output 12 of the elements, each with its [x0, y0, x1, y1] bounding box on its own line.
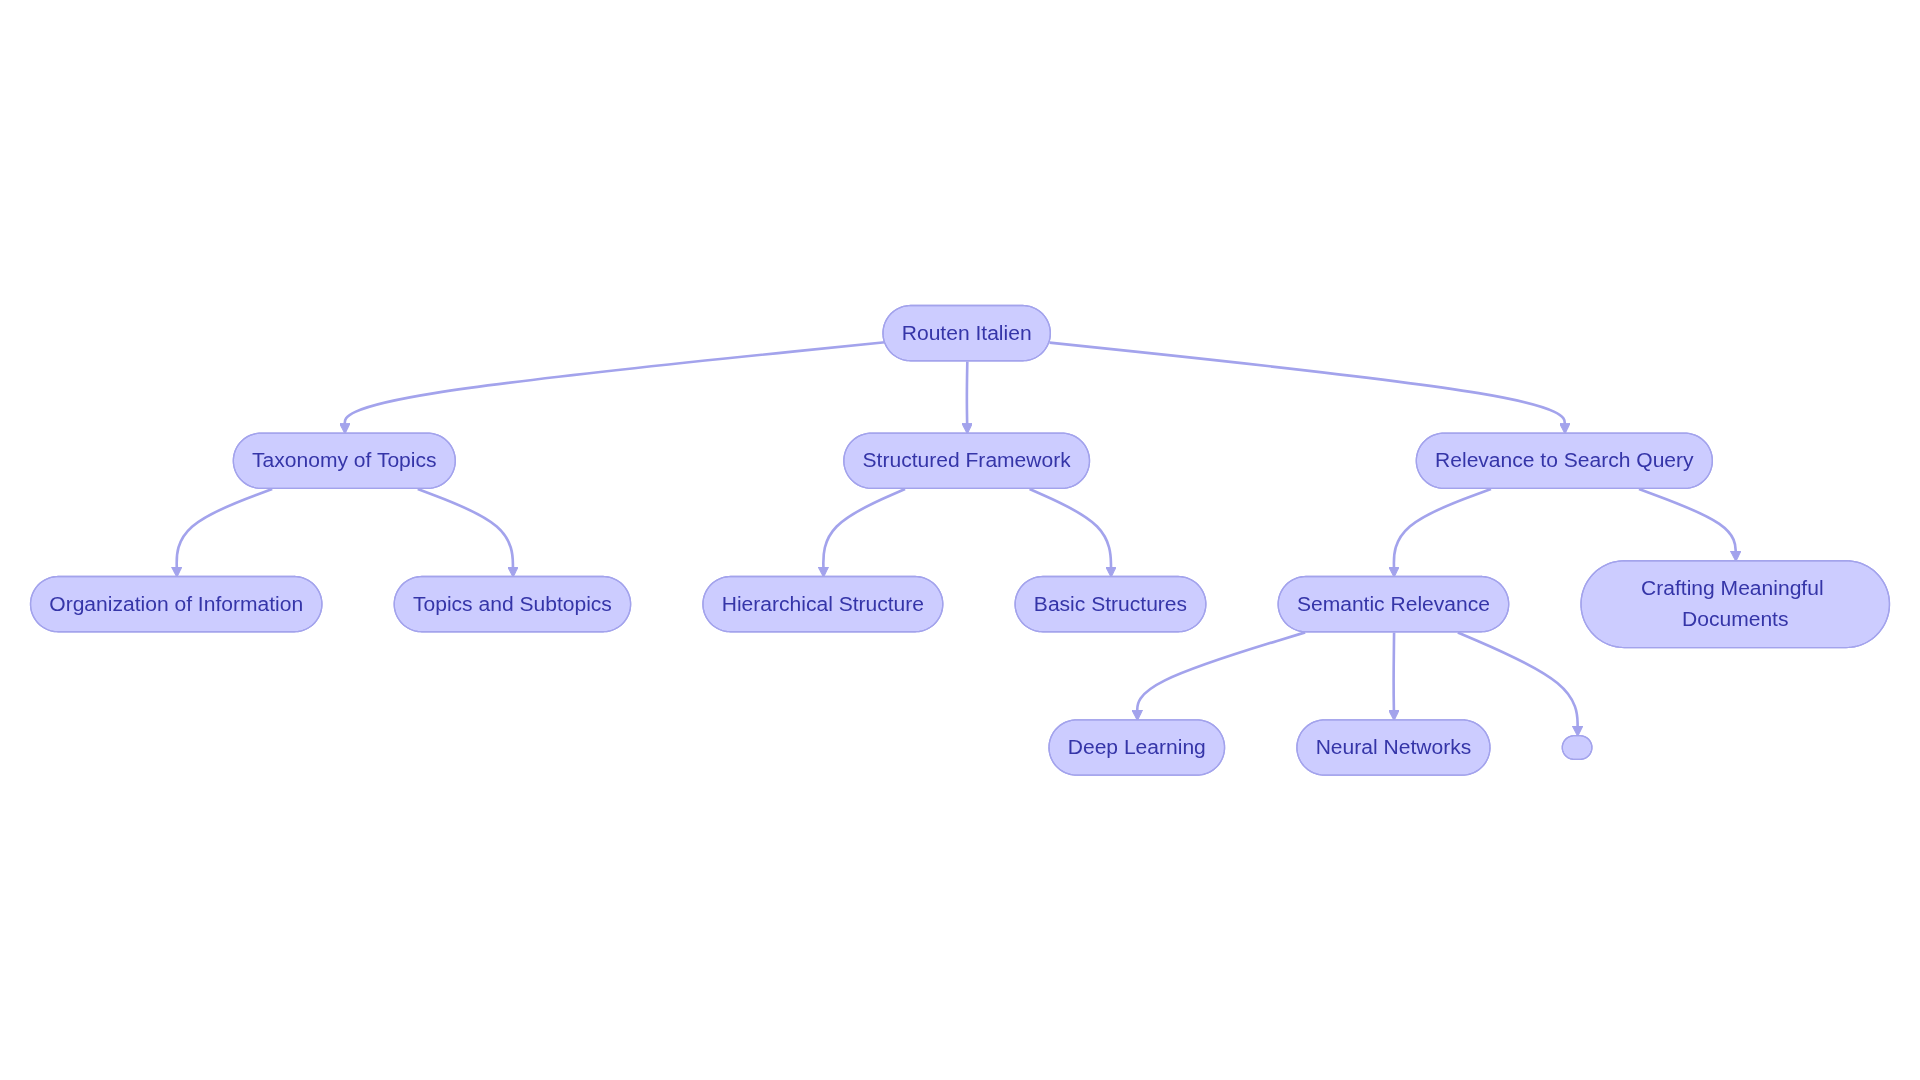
arrow — [339, 340, 886, 434]
arrow — [817, 487, 906, 578]
arrow — [1388, 487, 1492, 578]
arrow — [1388, 632, 1400, 721]
arrow — [417, 487, 519, 578]
arrow — [1638, 487, 1742, 562]
arrow — [170, 487, 273, 578]
arrow — [1029, 487, 1117, 578]
arrow — [1131, 630, 1306, 721]
arrow — [1049, 340, 1571, 434]
arrow — [961, 361, 973, 434]
arrow — [1457, 630, 1584, 737]
